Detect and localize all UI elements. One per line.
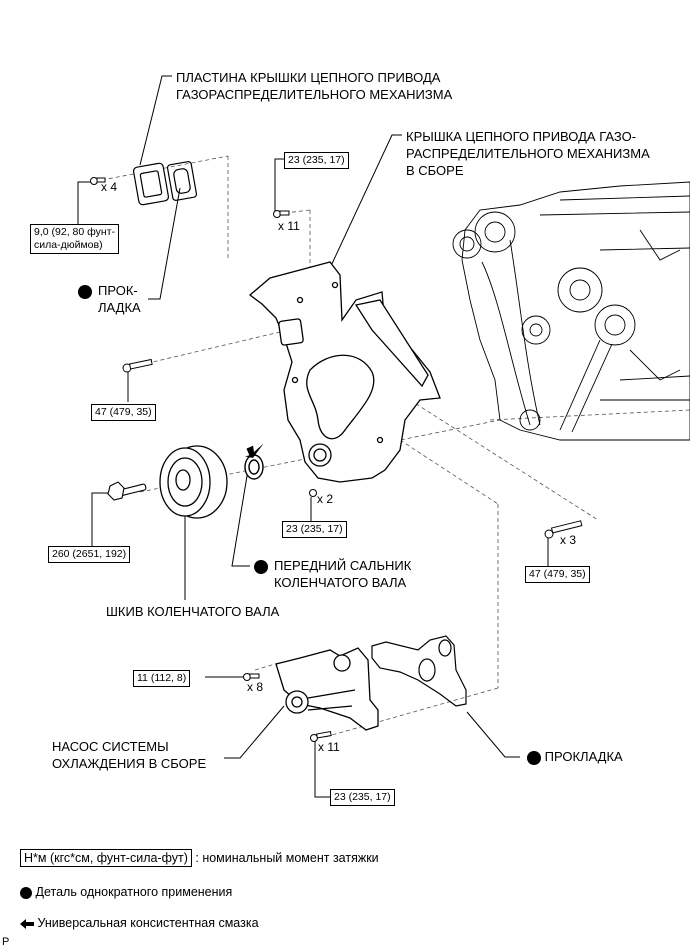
- legend-grease: Универсальная консистентная смазка: [20, 915, 259, 931]
- cover-lower-bolt: [309, 489, 317, 497]
- torque-cover-lower-bolts: 23 (235, 17): [282, 521, 347, 538]
- pump-bolt: [243, 673, 260, 681]
- leader-pulley-torque: [91, 492, 112, 546]
- qty-cover-top-bolts: x 11: [278, 219, 300, 233]
- axis-right-2: [399, 439, 499, 505]
- axis-pump-right-2: [324, 687, 499, 738]
- label-line: ПЕРЕДНИЙ САЛЬНИК: [274, 558, 412, 573]
- torque-cover-top-bolts: 23 (235, 17): [284, 152, 349, 169]
- leader-plate-torque: [77, 181, 92, 224]
- front-oil-seal: [244, 454, 264, 480]
- qty-plate-bolts: x 4: [101, 180, 118, 194]
- label-gasket-top: ПРОК- ЛАДКА: [78, 282, 141, 316]
- torque-pulley-bolt: 260 (2651, 192): [48, 546, 131, 563]
- cover-plate-gasket: [166, 161, 198, 201]
- non-reusable-icon: [527, 750, 541, 765]
- axis-engine: [489, 409, 690, 421]
- label-chain-cover-assy: КРЫШКА ЦЕПНОГО ПРИВОДА ГАЗО- РАСПРЕДЕЛИТ…: [406, 128, 650, 179]
- corner-code: P: [2, 936, 10, 948]
- cover-plate: [132, 162, 170, 206]
- label-text: ПРОКЛАДКА: [544, 749, 623, 764]
- cover-top-bolt: [273, 210, 290, 218]
- grease-arrow-icon: [20, 918, 34, 929]
- grease-arrow-icon: [245, 443, 264, 458]
- torque-cover-side-bolt: 47 (479, 35): [91, 404, 156, 421]
- legend-torque-box: Н*м (кгс*см, фунт-сила-фут): [20, 849, 192, 867]
- leader-cover-top-torque: [274, 158, 284, 212]
- leader-pump: [224, 705, 285, 759]
- label-line: ОХЛАЖДЕНИЯ В СБОРЕ: [52, 756, 207, 771]
- cover-right-bolt: [544, 520, 583, 539]
- torque-pump-lower-bolts: 23 (235, 17): [330, 789, 395, 806]
- label-line: ПЛАСТИНА КРЫШКИ ЦЕПНОГО ПРИВОДА: [176, 70, 441, 85]
- label-line: КОЛЕНЧАТОГО ВАЛА: [274, 575, 407, 590]
- non-reusable-icon: [20, 886, 32, 899]
- water-pump-gasket: [371, 635, 467, 707]
- leader-gasket-bottom: [466, 711, 520, 758]
- qty-pump-bolts: x 8: [247, 680, 264, 694]
- cover-side-bolt: [122, 358, 153, 373]
- label-line: РАСПРЕДЕЛИТЕЛЬНОГО МЕХАНИЗМА: [406, 146, 650, 161]
- label-water-pump: НАСОС СИСТЕМЫ ОХЛАЖДЕНИЯ В СБОРЕ: [52, 738, 206, 772]
- legend-torque-desc: : номинальный момент затяжки: [195, 851, 379, 865]
- legend-grease-text: Универсальная консистентная смазка: [37, 916, 259, 930]
- label-line: В СБОРЕ: [406, 163, 464, 178]
- label-line: ГАЗОРАСПРЕДЕЛИТЕЛЬНОГО МЕХАНИЗМА: [176, 87, 453, 102]
- non-reusable-icon: [78, 285, 92, 299]
- label-chain-cover-plate: ПЛАСТИНА КРЫШКИ ЦЕПНОГО ПРИВОДА ГАЗОРАСП…: [176, 69, 452, 103]
- pump-lower-bolt: [310, 731, 332, 742]
- label-line: ПРОК-: [98, 283, 138, 298]
- timing-chain-cover: [248, 261, 441, 483]
- axis-side: [139, 331, 281, 366]
- plate-bolt: [90, 177, 106, 185]
- non-reusable-icon: [254, 560, 268, 574]
- label-line: ЛАДКА: [98, 300, 141, 315]
- label-gasket-bottom: ПРОКЛАДКА: [527, 748, 623, 765]
- leader-plate: [139, 75, 172, 166]
- leader-pump-lower-torque: [314, 738, 330, 798]
- axis-plate: [101, 155, 229, 181]
- torque-line: 9,0 (92, 80 фунт-: [34, 226, 115, 238]
- leader-gasket-top: [148, 187, 181, 300]
- water-pump: [275, 647, 379, 731]
- qty-cover-right-bolts: x 3: [560, 533, 577, 547]
- legend-torque: Н*м (кгс*см, фунт-сила-фут) : номинальны…: [20, 849, 379, 867]
- crankshaft-pulley: [159, 445, 228, 519]
- axis-right: [409, 399, 599, 521]
- label-line: НАСОС СИСТЕМЫ: [52, 739, 169, 754]
- leader-seal: [231, 469, 250, 567]
- qty-cover-lower-bolts: x 2: [317, 492, 334, 506]
- leader-cover: [329, 134, 402, 269]
- legend-non-reusable: Деталь однократного применения: [20, 884, 232, 900]
- pulley-bolt: [107, 481, 147, 501]
- label-crank-pulley: ШКИВ КОЛЕНЧАТОГО ВАЛА: [106, 604, 280, 619]
- torque-cover-right-bolts: 47 (479, 35): [525, 566, 590, 583]
- legend-non-reusable-text: Деталь однократного применения: [35, 885, 233, 899]
- label-line: КРЫШКА ЦЕПНОГО ПРИВОДА ГАЗО-: [406, 129, 637, 144]
- label-front-oil-seal: ПЕРЕДНИЙ САЛЬНИК КОЛЕНЧАТОГО ВАЛА: [254, 557, 411, 591]
- torque-line: сила-дюймов): [34, 239, 103, 251]
- torque-plate-bolts: 9,0 (92, 80 фунт- сила-дюймов): [30, 224, 119, 254]
- engine-block: [452, 181, 690, 441]
- qty-pump-lower-bolts: x 11: [318, 740, 340, 754]
- torque-pump-bolts: 11 (112, 8): [133, 670, 191, 687]
